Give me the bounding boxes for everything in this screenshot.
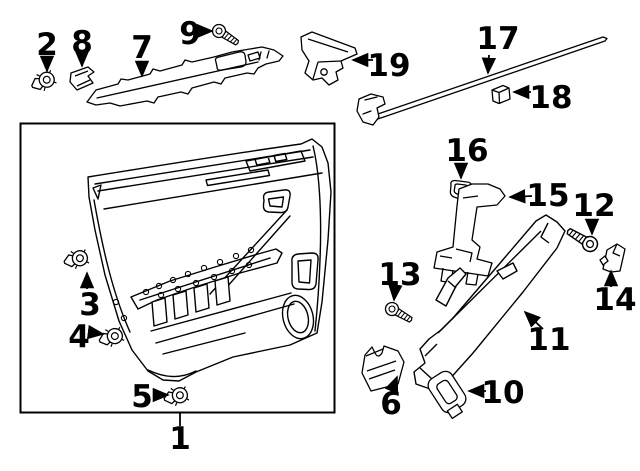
part-label-15: 15 [526,178,569,214]
part-label-14: 14 [593,282,636,318]
screw-13 [382,299,416,327]
retainer-clip-2 [27,67,58,96]
screw-12 [563,223,602,256]
armrest-panel-11 [413,214,566,391]
door-trim-panel-illustration [87,138,332,382]
part-label-12: 12 [572,188,615,224]
callout-arrow-6 [384,375,399,396]
part-label-2: 2 [36,27,58,63]
callout-arrow-17 [481,54,497,75]
part-label-6: 6 [380,386,402,422]
callout-arrow-4 [86,324,105,340]
part-label-3: 3 [79,287,101,323]
z-clip-8 [69,66,95,91]
molding-clip-18 [491,84,511,105]
part-label-19: 19 [367,48,410,84]
screw-9 [209,21,243,50]
part-label-16: 16 [445,133,488,169]
callout-arrow-11 [523,310,544,330]
part-label-8: 8 [71,25,93,61]
part-label-10: 10 [481,375,524,411]
part-label-1: 1 [169,421,191,457]
belt-molding-17 [356,36,608,126]
part-label-17: 17 [476,21,519,57]
upper-trim-strip-7 [86,46,284,107]
corner-trim-19 [300,31,358,86]
part-label-5: 5 [131,379,153,415]
part-label-9: 9 [179,16,201,52]
callout-arrow-13 [388,284,403,302]
switch-bezel-10 [427,370,467,420]
part-label-18: 18 [529,80,572,116]
clip-bracket-14 [599,243,626,273]
callout-arrow-15 [508,189,533,204]
part-label-11: 11 [527,322,570,358]
end-bracket-6 [361,345,405,392]
part-label-13: 13 [378,257,421,293]
part-label-7: 7 [131,30,153,66]
part-label-4: 4 [68,319,90,355]
